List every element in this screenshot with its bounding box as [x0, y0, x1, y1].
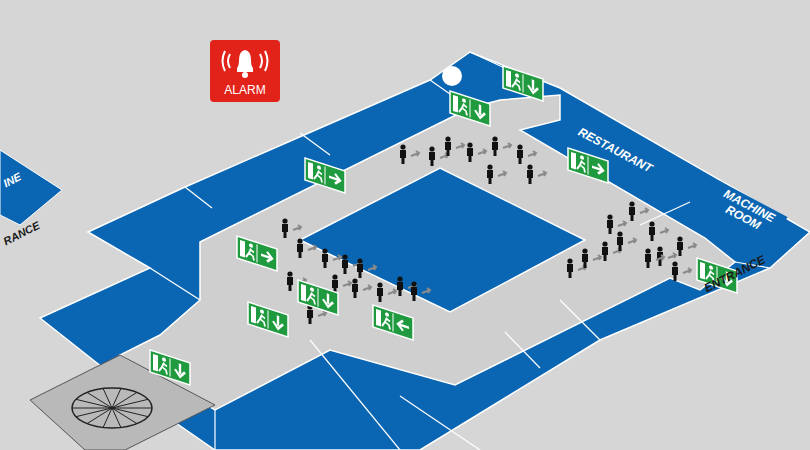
spiral-stair — [72, 388, 152, 428]
corridor — [120, 95, 735, 410]
area-label: ENTRANCE — [702, 252, 768, 295]
stair-steps — [72, 389, 152, 428]
room-label-box: MACHINE ROOM — [705, 180, 788, 243]
room-name: MACHINE ROOM — [709, 184, 783, 240]
bell-icon — [210, 42, 280, 82]
area-label: INE — [1, 170, 23, 189]
alarm-text: ALARM — [210, 83, 280, 97]
alarm-box: ALARM — [210, 40, 280, 102]
toilet-icon — [442, 66, 462, 86]
room-dividers — [150, 52, 770, 450]
area-label: RANCE — [1, 219, 41, 247]
neighbour-building — [0, 150, 62, 225]
exit-signs — [150, 66, 737, 385]
room-name: RESTAURANT — [576, 125, 655, 175]
room-label-box: RESTAURANT — [571, 121, 658, 178]
